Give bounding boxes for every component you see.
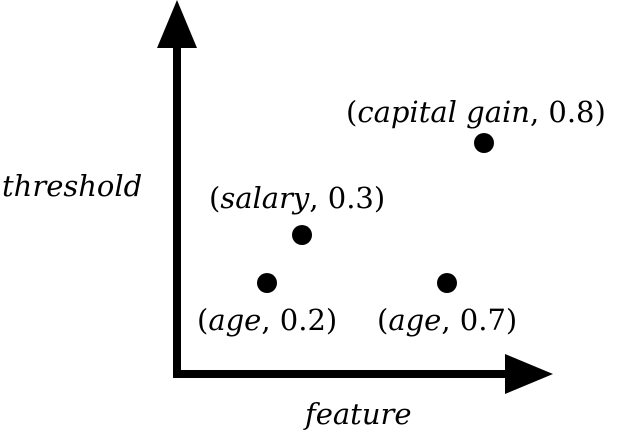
point-label-salary: (salary, 0.3) [209,181,385,215]
point-label-capital-gain: (capital gain, 0.8) [346,95,606,129]
x-axis-label: feature [303,397,412,431]
point-label-age-low: (age, 0.2) [197,303,337,337]
point-label-threshold: 0.2 [280,303,326,337]
point-label-age-high: (age, 0.7) [377,303,517,337]
point-capital-gain [474,133,494,153]
point-label-feature: capital gain [357,95,530,129]
x-axis-arrowhead [505,354,553,394]
point-label-threshold: 0.3 [328,181,374,215]
point-label-threshold: 0.7 [460,303,506,337]
point-label-feature: age [208,303,261,337]
point-label-feature: salary [220,181,310,215]
point-salary [292,225,312,245]
y-axis-arrowhead [157,0,197,48]
point-label-threshold: 0.8 [548,95,594,129]
point-age-high [437,273,457,293]
point-age-low [257,273,277,293]
point-label-feature: age [388,303,441,337]
y-axis-label: threshold [2,169,142,203]
